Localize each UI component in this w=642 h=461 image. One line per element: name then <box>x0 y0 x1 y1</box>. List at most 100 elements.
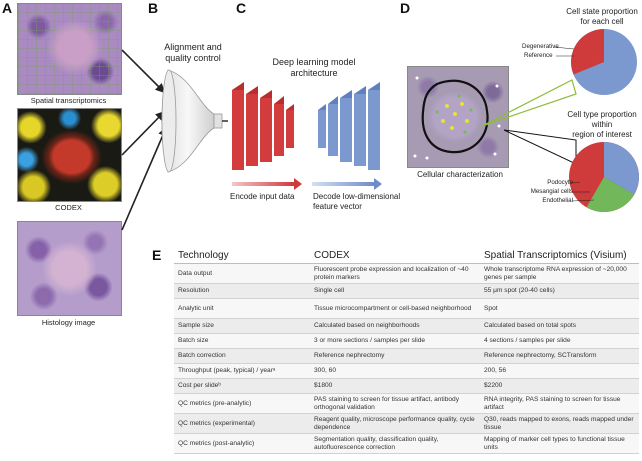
glomerulus-overlay <box>413 76 501 160</box>
pie1-title-line2: for each cell <box>580 17 624 26</box>
cell-visium: Q30, reads mapped to exons, reads mapped… <box>480 413 639 434</box>
cell-codex: 3 or more sections / samples per slide <box>310 333 480 349</box>
pie1-title-line1: Cell state proportion <box>566 7 638 16</box>
cell-metric: Throughput (peak, typical) / yearᵃ <box>174 363 310 379</box>
cellular-characterization-image <box>407 66 509 168</box>
cell-metric: QC metrics (experimental) <box>174 413 310 434</box>
cell-visium: Whole transcriptome RNA expression of ~2… <box>480 263 639 284</box>
decode-arrow-bar <box>312 182 374 186</box>
cell-visium: 4 sections / samples per slide <box>480 333 639 349</box>
cell-codex: Tissue microcompartment or cell-based ne… <box>310 298 480 319</box>
pie-slice-endothelial-blue <box>604 142 639 195</box>
callout-cell-state <box>481 79 577 127</box>
cell-visium: Calculated based on total spots <box>480 318 639 334</box>
pie2-title-line1: Cell type proportion <box>567 110 637 119</box>
cell-codex: Single cell <box>310 283 480 299</box>
cell-codex: Calculated based on neighborhoods <box>310 318 480 334</box>
dl-title-line2: architecture <box>290 68 338 78</box>
input-arrows <box>121 49 168 231</box>
callout-lines <box>481 79 577 165</box>
spatial-transcriptomics-image <box>17 3 122 95</box>
decoder-layer-1 <box>318 110 326 148</box>
arrow-from-histology <box>121 126 168 231</box>
cell-visium: Spot <box>480 298 639 319</box>
panel-letter-e: E <box>152 247 162 263</box>
table-row: QC metrics (pre-analytic)PAS staining to… <box>174 393 639 414</box>
cell-codex: PAS staining to screen for tissue artifa… <box>310 393 480 414</box>
table-row: QC metrics (experimental)Reagent quality… <box>174 413 639 434</box>
encode-arrow-bar <box>232 182 294 186</box>
panel-letter-b: B <box>148 0 159 16</box>
pie-slice-mesangial <box>586 177 635 212</box>
encode-label: Encode input data <box>230 192 295 201</box>
encoder-layer-5 <box>286 110 294 148</box>
encoder-layer-2 <box>246 94 258 166</box>
cell-codex: Reference nephrectomy <box>310 348 480 364</box>
cell-metric: QC metrics (post-analytic) <box>174 433 310 454</box>
cell-codex: Reagent quality, microscope performance … <box>310 413 480 434</box>
technology-comparison-table: Technology CODEX Spatial Transcriptomics… <box>174 249 639 454</box>
caption-codex: CODEX <box>55 203 82 212</box>
alignment-title-line1: Alignment and <box>164 42 222 52</box>
dl-title-line1: Deep learning model <box>272 57 356 67</box>
pie2-label-podocyte: Podocyte <box>547 179 573 186</box>
encoder-layer-3 <box>260 98 272 162</box>
table-row: Cost per slideᵇ$1800$2200 <box>174 378 639 394</box>
panel-letter-a: A <box>2 0 13 16</box>
pie1-label-degenerative: Degenerative <box>522 43 559 50</box>
decoder-layer-5 <box>368 90 380 170</box>
encoder-layer-4 <box>274 104 284 156</box>
cell-codex: Fluorescent probe expression and localiz… <box>310 263 480 284</box>
cell-visium: 200, 56 <box>480 363 639 379</box>
table-header-row: Technology CODEX Spatial Transcriptomics… <box>174 249 639 264</box>
arrow-from-codex <box>121 110 166 156</box>
callout-region <box>503 129 577 165</box>
header-technology: Technology <box>174 249 310 264</box>
cell-state-pie <box>571 29 637 95</box>
pie-slice-degenerative <box>571 29 604 75</box>
pie2-label-mesangial: Mesangial cells <box>530 188 573 195</box>
cell-metric: QC metrics (pre-analytic) <box>174 393 310 414</box>
cellular-characterization-caption: Cellular characterization <box>417 170 503 179</box>
panel-letter-c: C <box>236 0 247 16</box>
decode-arrow-head <box>374 178 382 190</box>
decoder-layer-4 <box>354 94 366 166</box>
caption-spatial-transcriptomics: Spatial transcriptomics <box>30 96 107 105</box>
decoder-layer-2 <box>328 104 338 156</box>
header-visium: Spatial Transcriptomics (Visium) <box>480 249 639 264</box>
cell-visium: $2200 <box>480 378 639 394</box>
cell-visium: Reference nephrectomy, SCTransform <box>480 348 639 364</box>
decoder-layers <box>318 82 380 170</box>
cell-metric: Sample size <box>174 318 310 334</box>
cell-metric: Cost per slideᵇ <box>174 378 310 394</box>
arrow-from-spatial <box>121 49 166 94</box>
pie2-label-endothelial: Endothelial <box>542 197 573 204</box>
encoder-layers <box>232 82 294 170</box>
pie2-title-line2: within <box>591 120 613 129</box>
cell-codex: Segmentation quality, classification qua… <box>310 433 480 454</box>
pie1-leader-lines <box>554 46 575 57</box>
pie2-leader-lines <box>572 181 595 202</box>
cell-metric: Resolution <box>174 283 310 299</box>
codex-image <box>17 108 122 202</box>
cell-metric: Batch correction <box>174 348 310 364</box>
alignment-title-line2: quality control <box>165 53 221 63</box>
cell-codex: $1800 <box>310 378 480 394</box>
autoencoder-diagram <box>232 82 380 170</box>
table-row: QC metrics (post-analytic)Segmentation q… <box>174 433 639 454</box>
pie2-title-line3: region of interest <box>572 130 632 139</box>
encode-decode-arrows <box>232 178 382 190</box>
decoder-layer-3 <box>340 98 352 162</box>
cell-metric: Analytic unit <box>174 298 310 319</box>
cell-visium: RNA integrity, PAS staining to screen fo… <box>480 393 639 414</box>
cell-metric: Data output <box>174 263 310 284</box>
histology-image <box>17 221 122 316</box>
encode-arrow-head <box>294 178 302 190</box>
pie1-label-reference: Reference <box>524 52 553 59</box>
